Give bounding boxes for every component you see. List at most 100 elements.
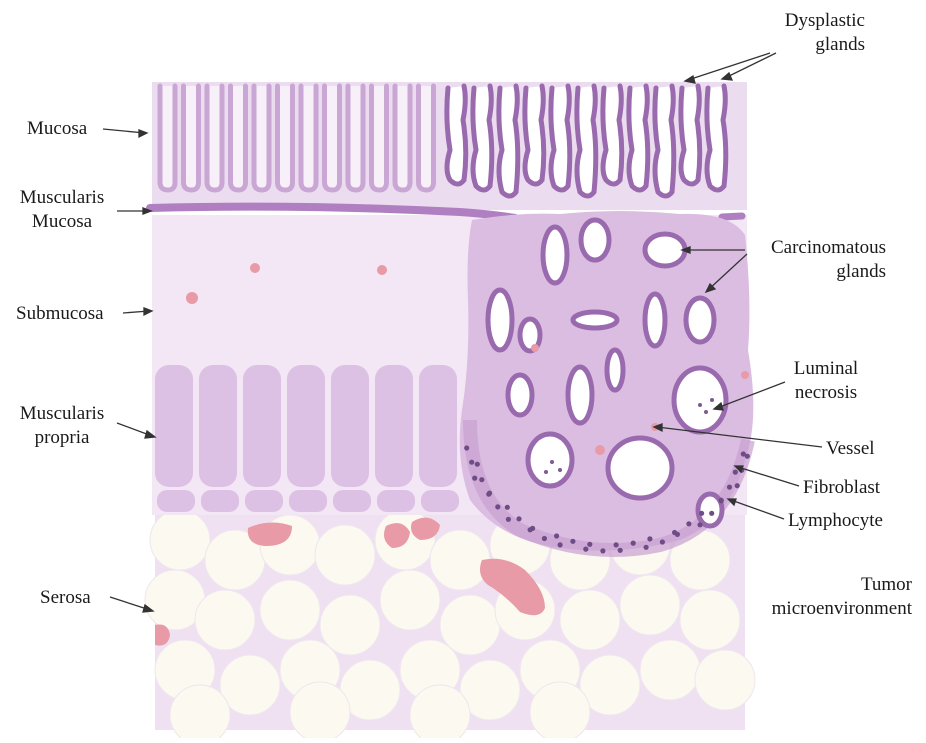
necrosis-debris	[704, 410, 708, 414]
lymphocyte-cell	[486, 492, 491, 497]
fat-cell	[195, 590, 255, 650]
lymphocyte-cell	[464, 445, 469, 450]
necrosis-debris	[558, 468, 562, 472]
fat-cell	[695, 650, 755, 710]
normal-gland	[395, 86, 410, 190]
muscle-block	[157, 490, 195, 512]
muscle-block	[377, 490, 415, 512]
dysplastic-gland	[681, 86, 700, 184]
fat-cell	[680, 590, 740, 650]
fat-cell	[620, 575, 680, 635]
necrosis-debris	[710, 398, 714, 402]
carcinomatous-gland	[568, 367, 592, 423]
fat-cell	[410, 685, 470, 738]
label-luminal-necrosis: Luminal necrosis	[778, 357, 874, 405]
lymphocyte-cell	[647, 536, 652, 541]
label-carcinomatous-glands: Carcinomatous glands	[748, 236, 886, 284]
carcinomatous-gland	[698, 494, 722, 526]
carcinomatous-gland	[508, 375, 532, 415]
dysplastic-gland	[499, 86, 518, 196]
lymphocyte-cell	[495, 504, 500, 509]
label-submucosa: Submucosa	[16, 302, 104, 326]
fat-cell	[440, 595, 500, 655]
muscle-block	[201, 490, 239, 512]
necrosis-debris	[544, 470, 548, 474]
label-muscularis-propria-line2: propria	[12, 426, 112, 450]
fat-cell	[290, 682, 350, 738]
lymphocyte-cell	[479, 477, 484, 482]
lymphocyte-cell	[506, 517, 511, 522]
carcinomatous-gland	[645, 294, 665, 346]
lymphocyte-cell	[587, 542, 592, 547]
muscle-block	[419, 365, 457, 487]
lymphocyte-cell	[583, 547, 588, 552]
label-muscularis-mucosa-line2: Mucosa	[12, 210, 112, 234]
vessel	[250, 263, 260, 273]
lymphocyte-cell	[554, 533, 559, 538]
label-mucosa: Mucosa	[27, 117, 87, 141]
lymphocyte-cell	[530, 526, 535, 531]
label-serosa: Serosa	[40, 586, 91, 610]
dysplastic-gland	[577, 86, 596, 196]
lymphocyte-cell	[516, 516, 521, 521]
fat-cell	[150, 510, 210, 570]
carcinomatous-gland	[686, 298, 714, 342]
normal-gland	[372, 86, 387, 190]
normal-gland	[348, 86, 363, 190]
lymphocyte-cell	[542, 536, 547, 541]
normal-gland	[278, 86, 293, 190]
carcinomatous-gland	[528, 434, 572, 486]
lymphocyte-cell	[699, 511, 704, 516]
lymphocyte-cell	[618, 548, 623, 553]
normal-gland	[254, 86, 269, 190]
carcinomatous-gland	[581, 220, 609, 260]
dysplastic-gland	[603, 86, 622, 184]
carcinomatous-gland	[608, 438, 672, 498]
fat-cell	[260, 580, 320, 640]
label-tumor-microenvironment-line1: Tumor	[760, 573, 912, 597]
lymphocyte-cell	[709, 511, 714, 516]
lymphocyte-cell	[697, 522, 702, 527]
necrosis-debris	[698, 403, 702, 407]
label-fibroblast: Fibroblast	[803, 476, 880, 500]
muscle-block	[155, 365, 193, 487]
normal-gland	[301, 86, 316, 190]
lymphocyte-cell	[505, 505, 510, 510]
muscle-block	[331, 365, 369, 487]
lymphocyte-cell	[558, 542, 563, 547]
necrosis-debris	[550, 460, 554, 464]
label-vessel: Vessel	[826, 437, 875, 461]
dysplastic-gland	[525, 86, 544, 184]
lymphocyte-cell	[727, 485, 732, 490]
dysplastic-gland	[629, 86, 648, 190]
label-carcinomatous-glands-line1: Carcinomatous	[748, 236, 886, 260]
fat-cell	[530, 682, 590, 738]
label-muscularis-propria: Muscularis propria	[12, 402, 112, 450]
dysplastic-gland	[473, 86, 492, 190]
lymphocyte-cell	[733, 470, 738, 475]
muscle-block	[243, 365, 281, 487]
muscle-block	[333, 490, 371, 512]
lymphocyte-cell	[741, 451, 746, 456]
dysplastic-gland	[655, 86, 674, 196]
label-dysplastic-glands-line2: glands	[760, 33, 865, 57]
muscle-block	[287, 365, 325, 487]
lymphocyte-cell	[600, 548, 605, 553]
normal-gland	[184, 86, 199, 190]
lymphocyte-cell	[719, 498, 724, 503]
lymphocyte-cell	[675, 532, 680, 537]
label-dysplastic-glands: Dysplastic glands	[760, 9, 865, 57]
lymphocyte-cell	[660, 539, 665, 544]
carcinomatous-gland	[488, 290, 512, 350]
normal-gland	[231, 86, 246, 190]
muscularis-mucosa-right	[722, 216, 742, 217]
carcinomatous-gland	[645, 234, 685, 266]
label-tumor-microenvironment-line2: microenvironment	[760, 597, 912, 621]
dysplastic-gland	[447, 86, 466, 184]
dysplastic-gland	[551, 86, 570, 190]
fat-cell	[640, 640, 700, 700]
lymphocyte-cell	[686, 521, 691, 526]
muscle-block	[289, 490, 327, 512]
carcinomatous-gland	[573, 312, 617, 328]
lymphocyte-cell	[475, 462, 480, 467]
